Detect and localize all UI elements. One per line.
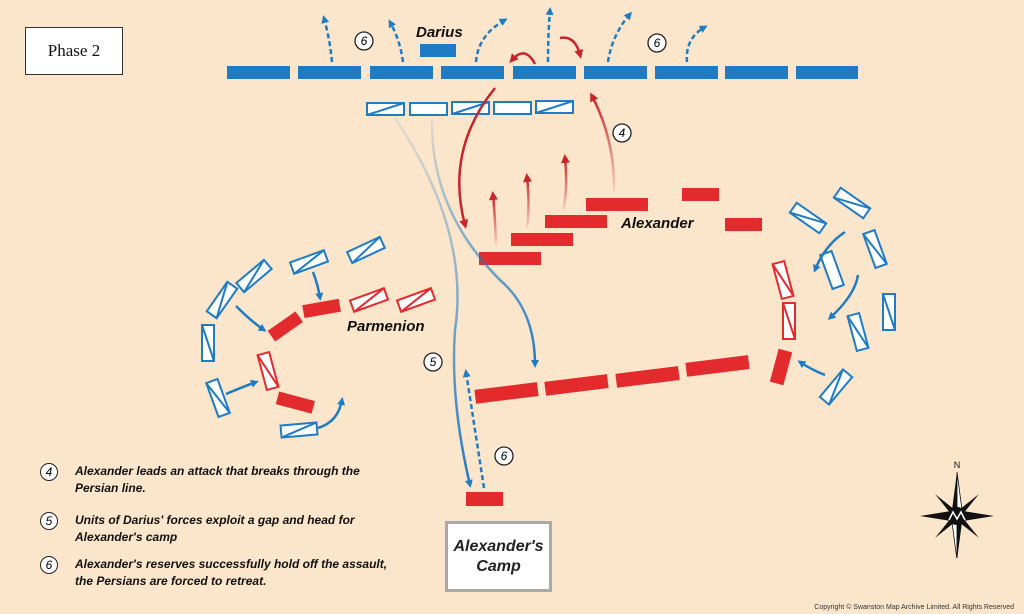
reserve-counter-arrow [462,369,486,489]
marker-6-left: 6 [354,31,374,51]
legend-number: 4 [40,463,58,481]
legend-text: Alexander's reserves successfully hold o… [75,557,388,588]
left-flank-arrows [225,271,346,430]
legend-number: 6 [40,556,58,574]
alexander-breakthrough-arrows [509,36,584,65]
svg-text:5: 5 [430,355,437,369]
camp-label: Alexander's Camp [453,537,544,575]
legend-text: Alexander leads an attack that breaks th… [75,464,360,495]
persian-main-line [227,66,858,79]
marker-6-right: 6 [647,33,667,53]
phase-title: Phase 2 [25,27,123,75]
marker-4: 4 [612,123,632,143]
compass-rose-icon: N [920,460,994,558]
alexander-label: Alexander [621,215,694,232]
legend-item-5: 5 Units of Darius' forces exploit a gap … [40,512,395,546]
persian-second-line [366,100,574,116]
parmenion-label: Parmenion [347,318,425,335]
alexander-units [479,188,762,265]
darius-label: Darius [416,24,463,41]
alexanders-camp: Alexander's Camp [445,521,552,592]
svg-text:6: 6 [501,449,508,463]
copyright-notice: Copyright © Swanston Map Archive Limited… [814,604,1014,611]
marker-5: 5 [423,352,443,372]
persian-left-flank [201,235,387,439]
svg-text:6: 6 [654,36,661,50]
legend-item-4: 4 Alexander leads an attack that breaks … [40,463,395,497]
persian-right-flank [788,186,896,407]
reserve-rear-line [474,348,793,404]
persian-retreat-arrows [321,7,708,63]
right-flank-arrows [797,230,860,377]
svg-text:N: N [954,460,961,470]
macedonian-right-flank [771,259,796,340]
legend-item-6: 6 Alexander's reserves successfully hold… [40,556,395,590]
persian-gap-arrows [393,117,539,488]
darius-unit [420,44,456,57]
map-markers: 4 5 6 6 6 [354,31,667,466]
marker-6-camp: 6 [494,446,514,466]
camp-reserve-unit [466,492,503,506]
legend-number: 5 [40,512,58,530]
svg-text:4: 4 [619,126,626,140]
svg-text:6: 6 [361,34,368,48]
legend-text: Units of Darius' forces exploit a gap an… [75,513,355,544]
parmenion-units [256,286,437,414]
alexander-advance-arrows [458,87,616,246]
